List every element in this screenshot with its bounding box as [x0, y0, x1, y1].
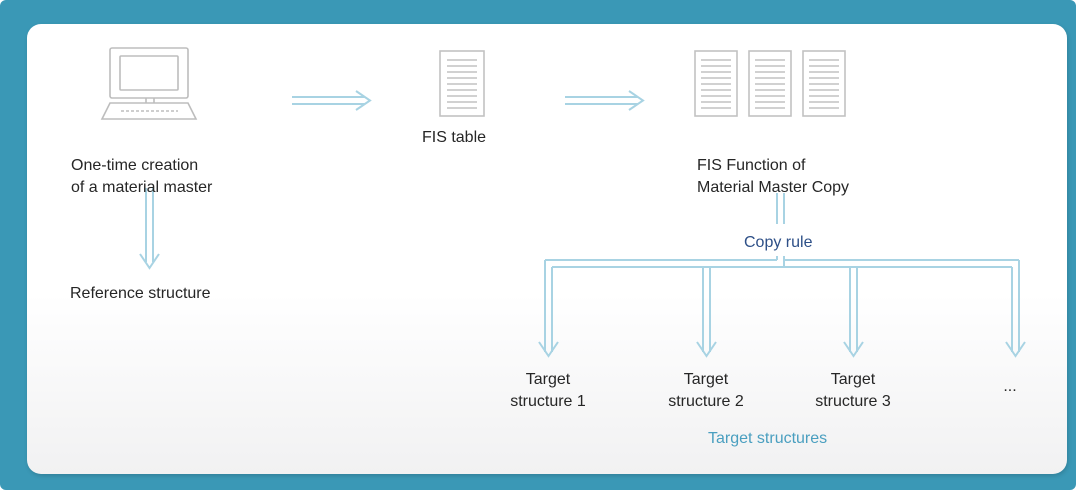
- fis-function-line-1: FIS Function of: [697, 157, 806, 174]
- target-1-line-2: structure 1: [510, 393, 586, 410]
- source-label: One-time creation of a material master: [71, 155, 212, 199]
- reference-structure-label: Reference structure: [70, 285, 211, 302]
- document-stack-icon: [694, 50, 846, 117]
- target-2-line-1: Target: [683, 371, 729, 388]
- target-structure-3: Target structure 3: [803, 369, 903, 413]
- target-structure-2: Target structure 2: [656, 369, 756, 413]
- diagram-panel: [27, 24, 1067, 474]
- target-2-line-2: structure 2: [668, 393, 744, 410]
- target-3-line-1: Target: [830, 371, 876, 388]
- fis-table-label: FIS table: [422, 129, 487, 146]
- fis-function-line-2: Material Master Copy: [697, 179, 850, 196]
- source-line-2: of a material master: [71, 179, 213, 196]
- computer-icon: [100, 47, 198, 120]
- target-structure-more: ...: [1003, 378, 1017, 395]
- source-line-1: One-time creation: [71, 157, 199, 174]
- copy-rule-branches: [538, 193, 1026, 358]
- arrow-to-fis-table: [292, 90, 372, 111]
- target-3-line-2: structure 3: [815, 393, 891, 410]
- copy-rule-label: Copy rule: [744, 234, 813, 251]
- target-structures-caption: Target structures: [708, 430, 828, 447]
- target-structure-1: Target structure 1: [498, 369, 598, 413]
- arrow-to-reference: [139, 188, 160, 270]
- arrow-to-fis-function: [565, 90, 645, 111]
- document-icon: [439, 50, 485, 117]
- target-1-line-1: Target: [525, 371, 571, 388]
- fis-function-label: FIS Function of Material Master Copy: [697, 155, 849, 199]
